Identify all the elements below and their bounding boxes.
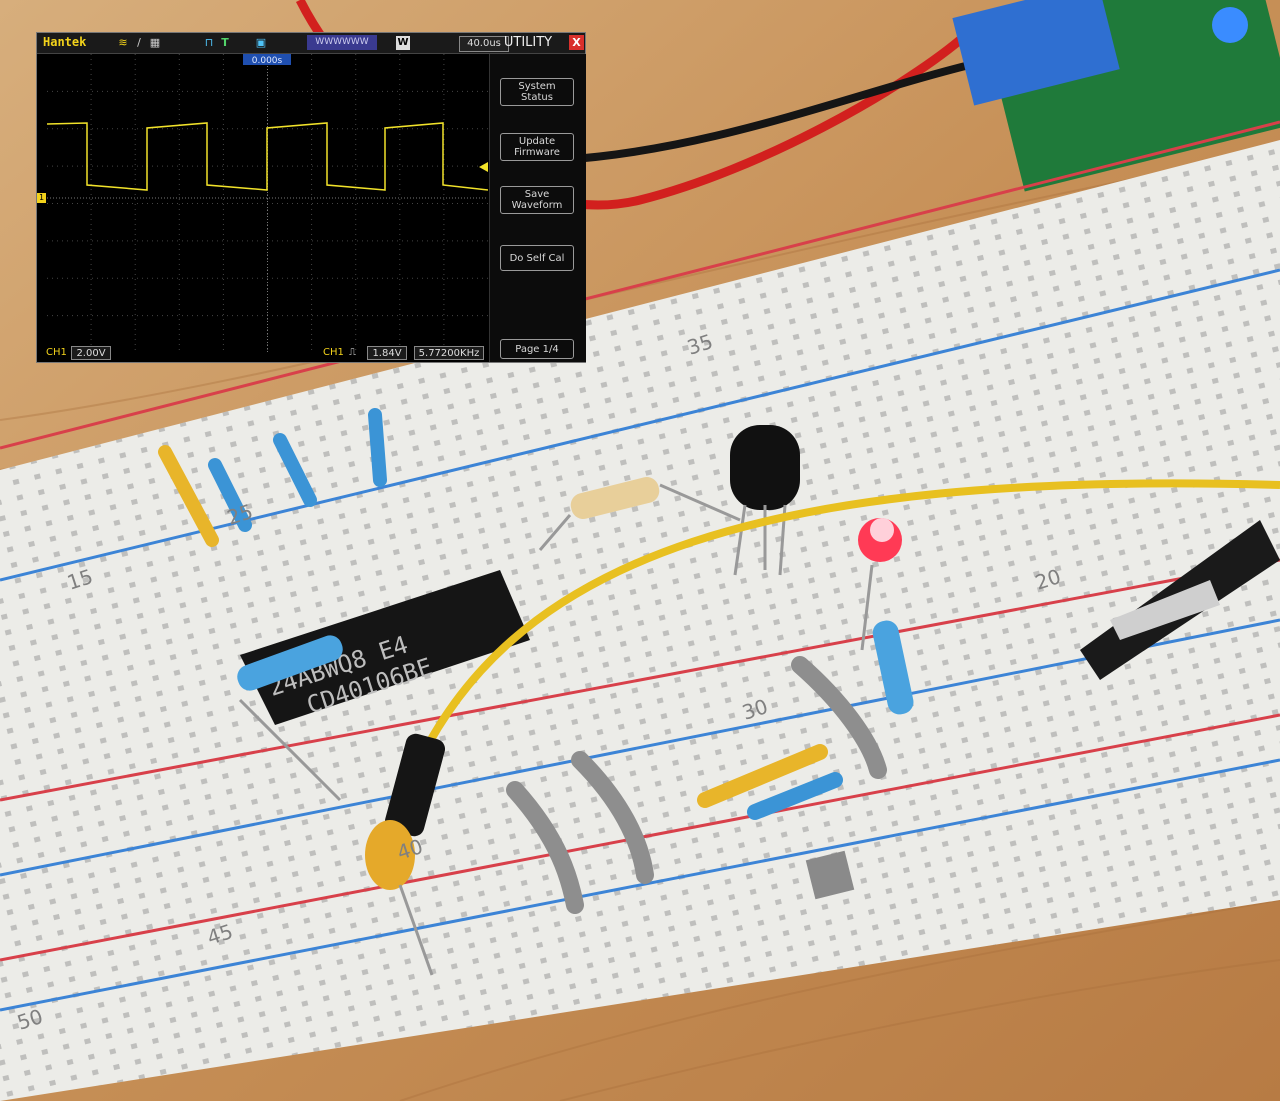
trigger-offset-badge xyxy=(243,54,291,65)
w-label: W xyxy=(396,36,410,50)
probe-clip xyxy=(384,520,1280,837)
ceramic-capacitor xyxy=(365,820,434,976)
trigger-level-marker xyxy=(479,162,488,172)
system-status-button[interactable]: System Status xyxy=(500,78,574,106)
trigger-icon[interactable]: T xyxy=(221,36,229,49)
utility-menu-title: UTILITY xyxy=(503,35,553,50)
timebase-readout[interactable]: 40.0us xyxy=(459,36,509,52)
utility-side-menu: System Status Update Firmware Save Wavef… xyxy=(489,54,586,362)
channel-marker: 1 xyxy=(37,193,46,203)
breadboard-slot xyxy=(805,850,855,900)
frequency-readout: 5.77200KHz xyxy=(414,346,484,360)
ch1-label: CH1 xyxy=(46,347,67,358)
save-waveform-button[interactable]: Save Waveform xyxy=(500,186,574,214)
cursor-icon[interactable]: / xyxy=(137,36,141,49)
red-led xyxy=(858,518,902,651)
trigger-level-readout[interactable]: 1.84V xyxy=(367,346,407,360)
trigger-channel-label: CH1 xyxy=(323,347,344,358)
trigger-offset-readout: 0.000s xyxy=(252,56,283,66)
save-icon[interactable]: ▣ xyxy=(255,36,267,49)
black-wire xyxy=(559,56,991,164)
memory-bar-icon: WWWWWW xyxy=(307,35,377,50)
pulse-icon[interactable]: ⊓ xyxy=(204,36,214,49)
waveform-plot: 0.000s xyxy=(47,54,488,353)
self-cal-button[interactable]: Do Self Cal xyxy=(500,245,574,271)
ch1-trace xyxy=(47,122,488,191)
close-icon[interactable]: X xyxy=(569,35,584,50)
waveform-mode-icon[interactable]: ≋ xyxy=(118,36,128,49)
yellow-probe-wire xyxy=(416,479,1280,762)
resistor-blue-left xyxy=(237,635,343,802)
page-button[interactable]: Page 1/4 xyxy=(500,339,574,359)
trigger-edge-icon: ⎍ xyxy=(349,347,356,358)
scope-top-bar: Hantek ≋ / ▦ ⊓ T ▣ WWWWWW W 40.0us UTILI… xyxy=(37,33,585,54)
power-module xyxy=(952,0,1280,192)
update-firmware-button[interactable]: Update Firmware xyxy=(500,133,574,161)
resistor-top xyxy=(538,477,741,551)
oscilloscope-screen: Hantek ≋ / ▦ ⊓ T ▣ WWWWWW W 40.0us UTILI… xyxy=(36,32,586,363)
display-icon[interactable]: ▦ xyxy=(149,36,161,49)
resistor-blue-right xyxy=(872,620,914,715)
brand-logo: Hantek xyxy=(43,35,87,49)
scope-status-bar: CH1 2.00V CH1 ⎍ 1.84V 5.77200KHz xyxy=(37,344,487,362)
ch1-scale-readout[interactable]: 2.00V xyxy=(71,346,111,360)
